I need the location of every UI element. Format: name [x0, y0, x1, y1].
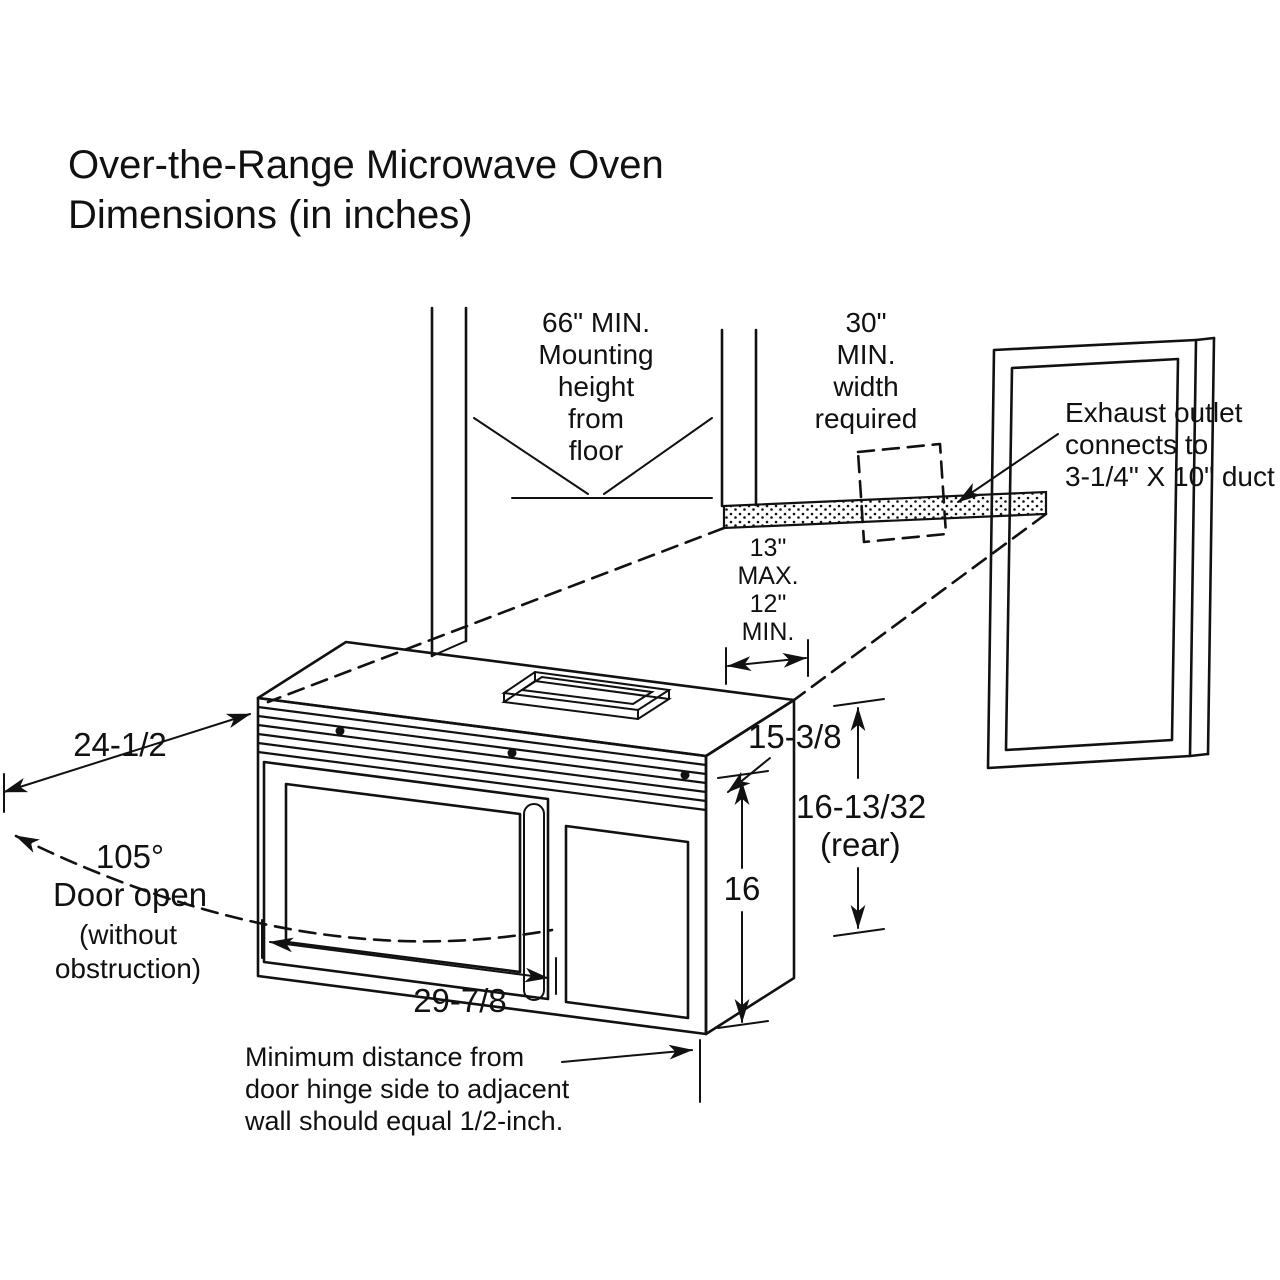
label-line: 16-13/32 [796, 788, 926, 825]
label-cabinet-depth: 13" MAX. 12" MIN. [737, 534, 798, 646]
vent-line [256, 705, 708, 767]
mounting-height-callout [473, 417, 713, 499]
label-top-depth: 15-3/8 [748, 718, 842, 755]
callout-funnel-line [473, 417, 589, 495]
label-line: from [568, 403, 624, 434]
label-line: (without [79, 919, 177, 950]
exhaust-duct-dashed [856, 442, 948, 544]
vent-line [256, 732, 708, 794]
dim-tick [717, 770, 769, 779]
label-line: wall should equal 1/2-inch. [244, 1106, 563, 1136]
dim-cabinet-depth [725, 639, 809, 685]
door-outline [262, 760, 550, 1001]
top-vent-cutout [501, 670, 672, 721]
dim-arrow [269, 937, 549, 983]
door [262, 760, 550, 1001]
microwave-top-face [256, 640, 796, 758]
cutout-opening [519, 675, 655, 706]
projection-dashed-lines [266, 512, 1048, 704]
label-min-distance: Minimum distance from door hinge side to… [244, 1042, 570, 1136]
dim-arrow [727, 652, 807, 672]
exhaust-callout [957, 433, 1059, 503]
vent-line [256, 723, 708, 785]
panel-edge-line [1194, 336, 1216, 342]
label-line: connects to [1065, 429, 1208, 460]
label-line: Door open [53, 876, 207, 913]
vent-line [256, 714, 708, 776]
label-width-required: 30" MIN. width required [815, 307, 918, 434]
vent-line [256, 741, 708, 803]
dim-tick [717, 1020, 769, 1029]
label-line: obstruction) [55, 953, 201, 984]
label-door-angle: 105° [96, 838, 164, 875]
dim-rear-height [833, 698, 885, 937]
dim-tick [833, 698, 885, 707]
door-window [284, 782, 522, 974]
vent-line [256, 750, 708, 812]
label-line: width [832, 371, 898, 402]
label-door-width: 29-7/8 [413, 982, 507, 1019]
screw-icon [335, 726, 345, 736]
dim-min-distance [561, 1039, 701, 1103]
cabinet-bottom-band [722, 490, 1048, 530]
label-door-open: Door open (without obstruction) [53, 876, 207, 984]
label-line: required [815, 403, 918, 434]
wall-left-edge [430, 306, 468, 658]
callout-funnel-line [603, 417, 713, 495]
door-handle [523, 803, 545, 1001]
right-wall-panel [986, 336, 1216, 770]
label-line: Exhaust outlet [1065, 397, 1243, 428]
label-line: MIN. [836, 339, 895, 370]
screw-icon [680, 770, 690, 780]
label-mounting-height: 66" MIN. Mounting height from floor [538, 307, 653, 466]
microwave-side-face [704, 698, 796, 1036]
hidden-edge-dashed [266, 526, 726, 704]
label-line: Mounting [538, 339, 653, 370]
dim-arrow [3, 713, 251, 793]
label-front-height: 16 [724, 870, 761, 907]
screw-icon [507, 748, 517, 758]
dim-body-depth [3, 713, 251, 813]
label-line: Minimum distance from [245, 1042, 524, 1072]
label-line: (rear) [820, 826, 901, 863]
label-line: 30" [845, 307, 886, 338]
panel-inner-frame [1004, 357, 1180, 752]
dim-door-width [261, 919, 557, 995]
label-line: MIN. [742, 618, 795, 646]
label-line: 13" [750, 534, 787, 562]
label-exhaust: Exhaust outlet connects to 3-1/4" X 10" … [1065, 397, 1275, 492]
label-rear-height: 16-13/32 (rear) [796, 788, 926, 863]
vent-band [256, 705, 708, 812]
dim-tick [833, 928, 885, 937]
microwave [256, 640, 796, 1036]
dim-front-height [717, 770, 769, 1029]
label-line: door hinge side to adjacent [245, 1074, 570, 1104]
label-line: floor [569, 435, 623, 466]
label-line: MAX. [737, 562, 798, 590]
wall-center-stud [720, 328, 758, 508]
label-line: height [558, 371, 635, 402]
page-title-line-2: Dimensions (in inches) [68, 193, 473, 237]
callout-arrow [957, 433, 1059, 503]
control-panel [564, 824, 690, 1020]
label-line: 66" MIN. [542, 307, 650, 338]
label-line: 12" [750, 590, 787, 618]
panel-edge-line [1206, 336, 1216, 756]
label-line: 3-1/4" X 10" duct [1065, 461, 1275, 492]
dim-arrow [561, 1044, 693, 1063]
page-title-line-1: Over-the-Range Microwave Oven [68, 143, 664, 187]
screws [335, 726, 690, 780]
hidden-edge-dashed [792, 512, 1048, 702]
label-body-depth: 24-1/2 [73, 726, 167, 763]
panel-edge-line [1188, 752, 1210, 758]
